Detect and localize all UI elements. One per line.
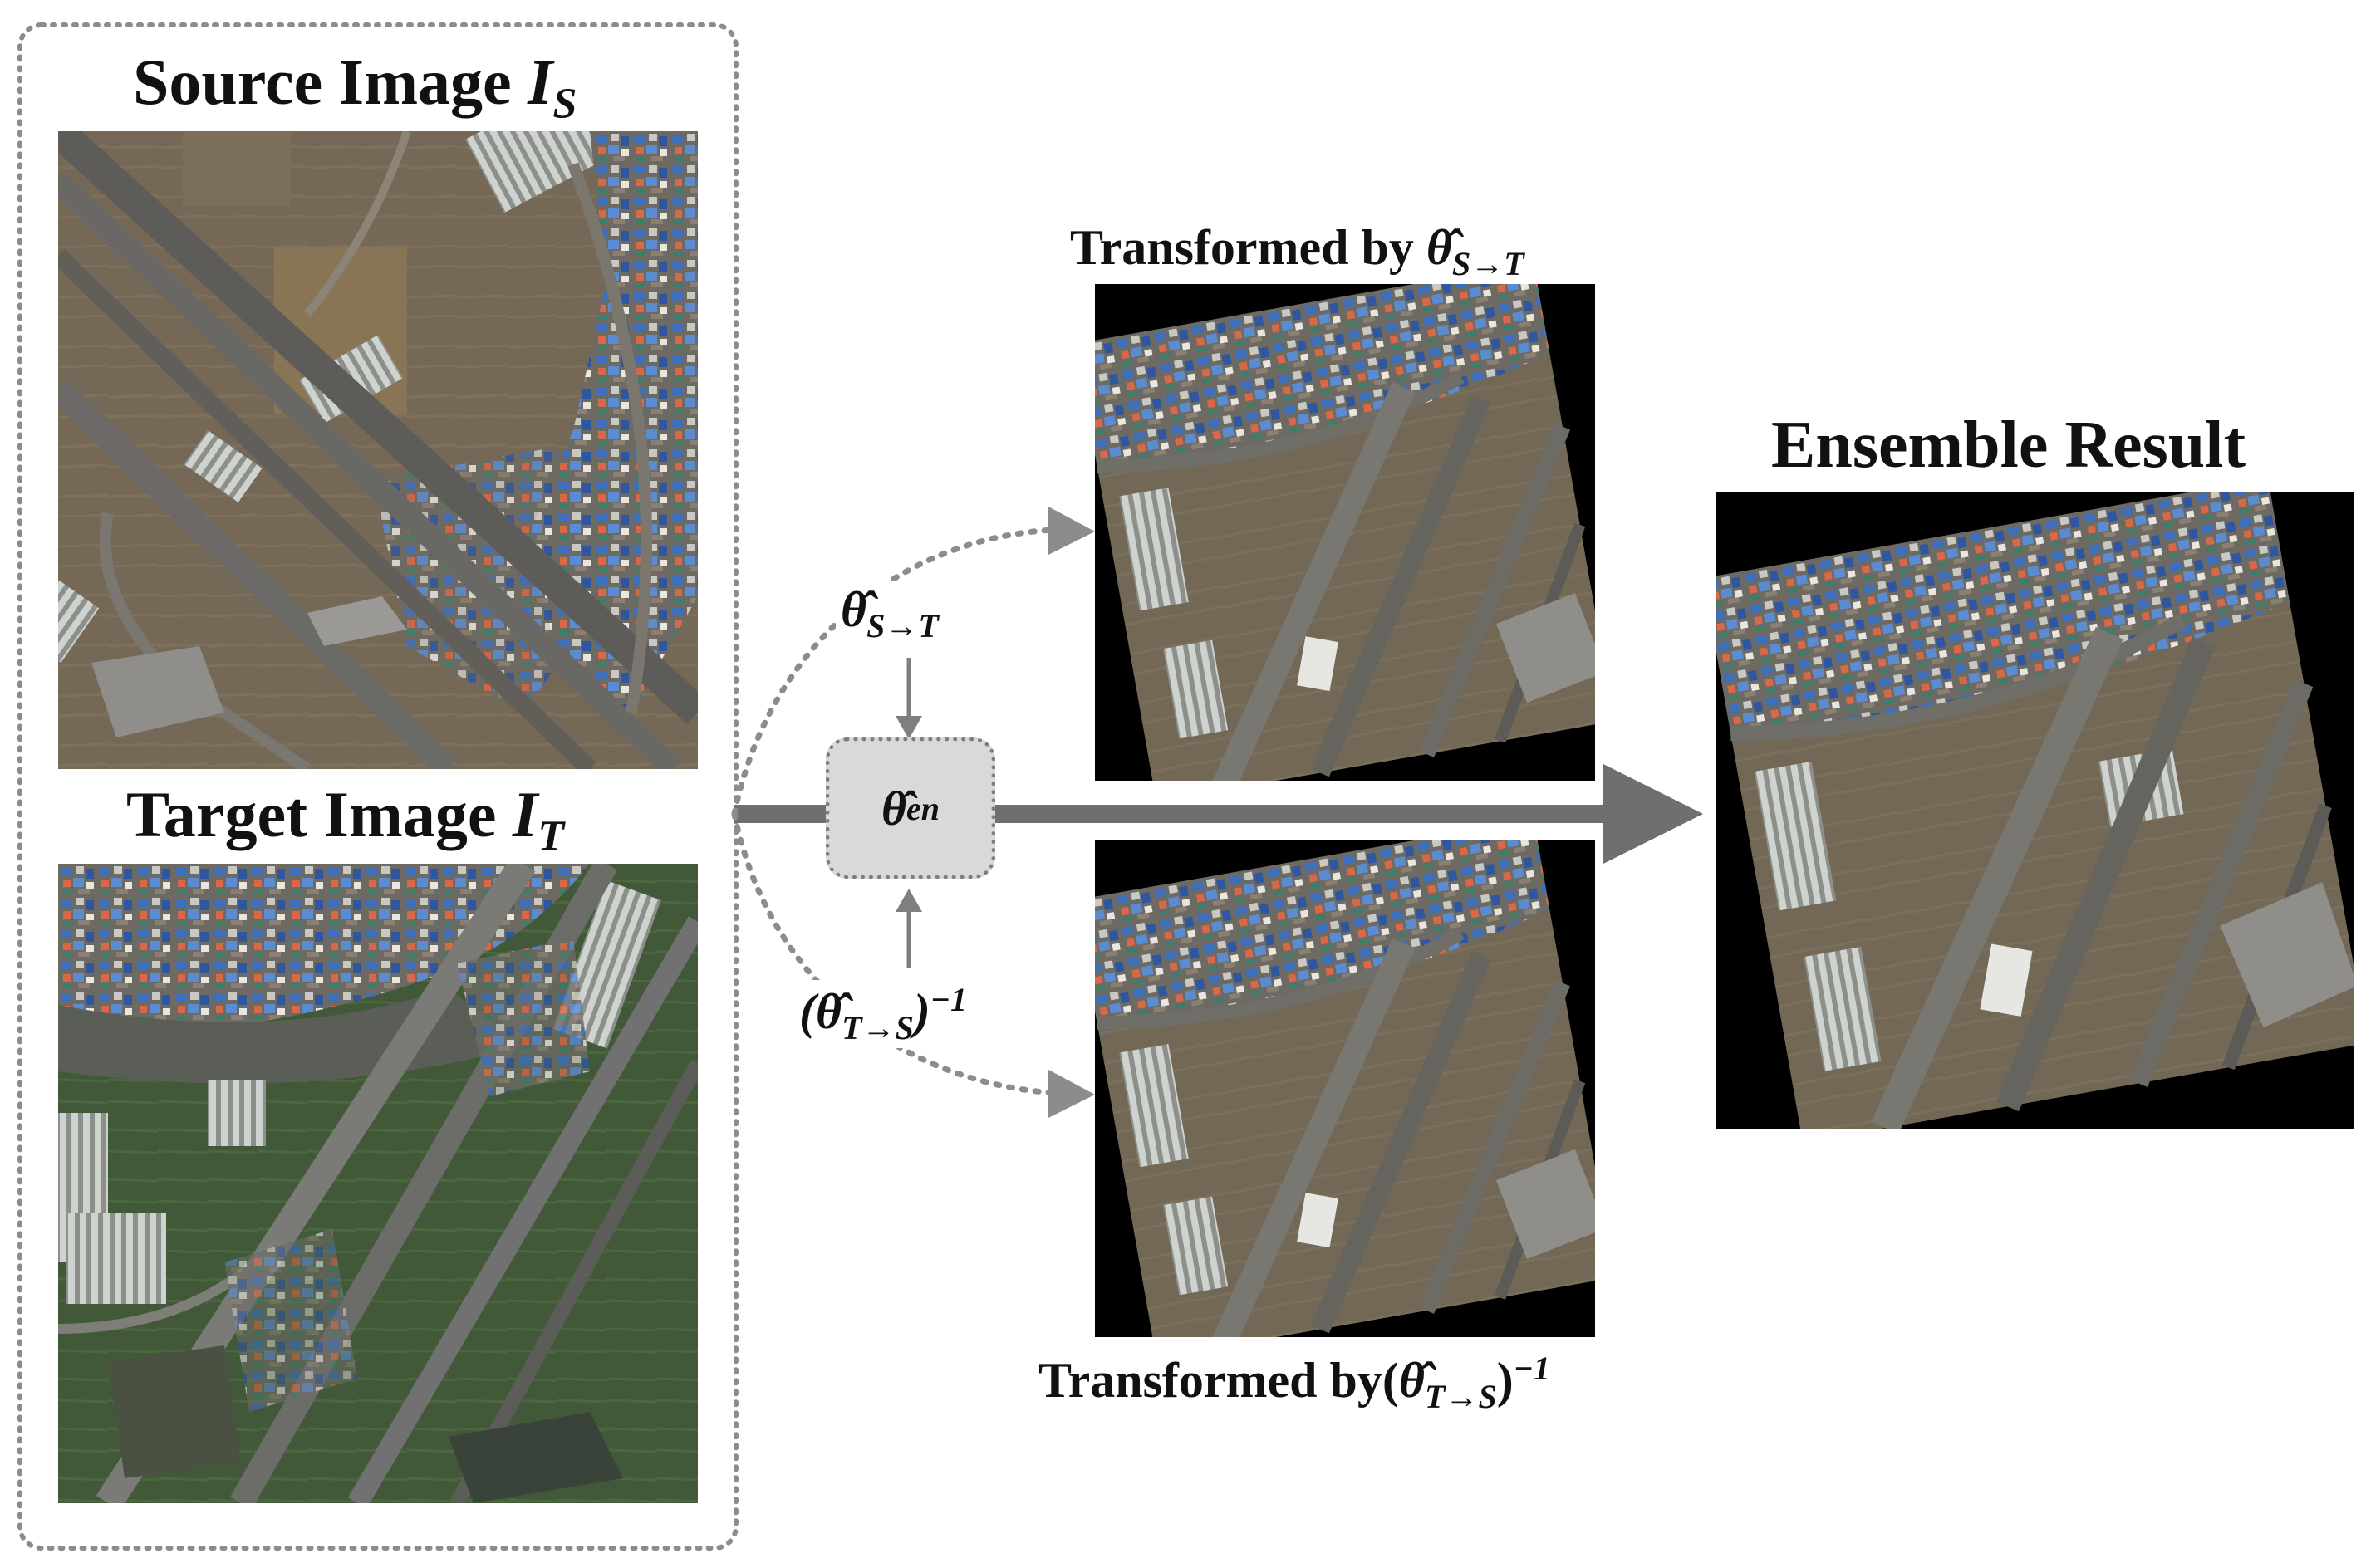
- transformed-inverse-title: Transformed by(θ̂T→S)−1: [1038, 1350, 1550, 1415]
- target-image-title: Target Image IT: [126, 778, 565, 860]
- ensemble-param-box: θ̂en: [826, 737, 995, 879]
- main-flow-arrowhead: [1603, 764, 1703, 864]
- source-image-title: Source Image IS: [133, 46, 577, 128]
- transformed-inverse-image: [1095, 840, 1595, 1337]
- inverse-param-label: (θ̂T→S)−1: [794, 980, 973, 1048]
- ensemble-result-image: [1716, 492, 2354, 1129]
- forward-param-label: θ̂S→T: [836, 581, 944, 646]
- forward-dotted-arrowhead: [1048, 507, 1095, 555]
- inverse-dotted-arc: [731, 811, 1057, 1096]
- ensemble-result-title: Ensemble Result: [1771, 409, 2246, 482]
- transformed-forward-title: Transformed by θ̂S→T: [1070, 220, 1524, 282]
- input-group-frame: [17, 22, 739, 1551]
- inverse-dotted-arrowhead: [1048, 1070, 1095, 1118]
- source-image: [58, 131, 698, 769]
- target-image: [58, 864, 698, 1503]
- transformed-forward-image: [1095, 284, 1595, 781]
